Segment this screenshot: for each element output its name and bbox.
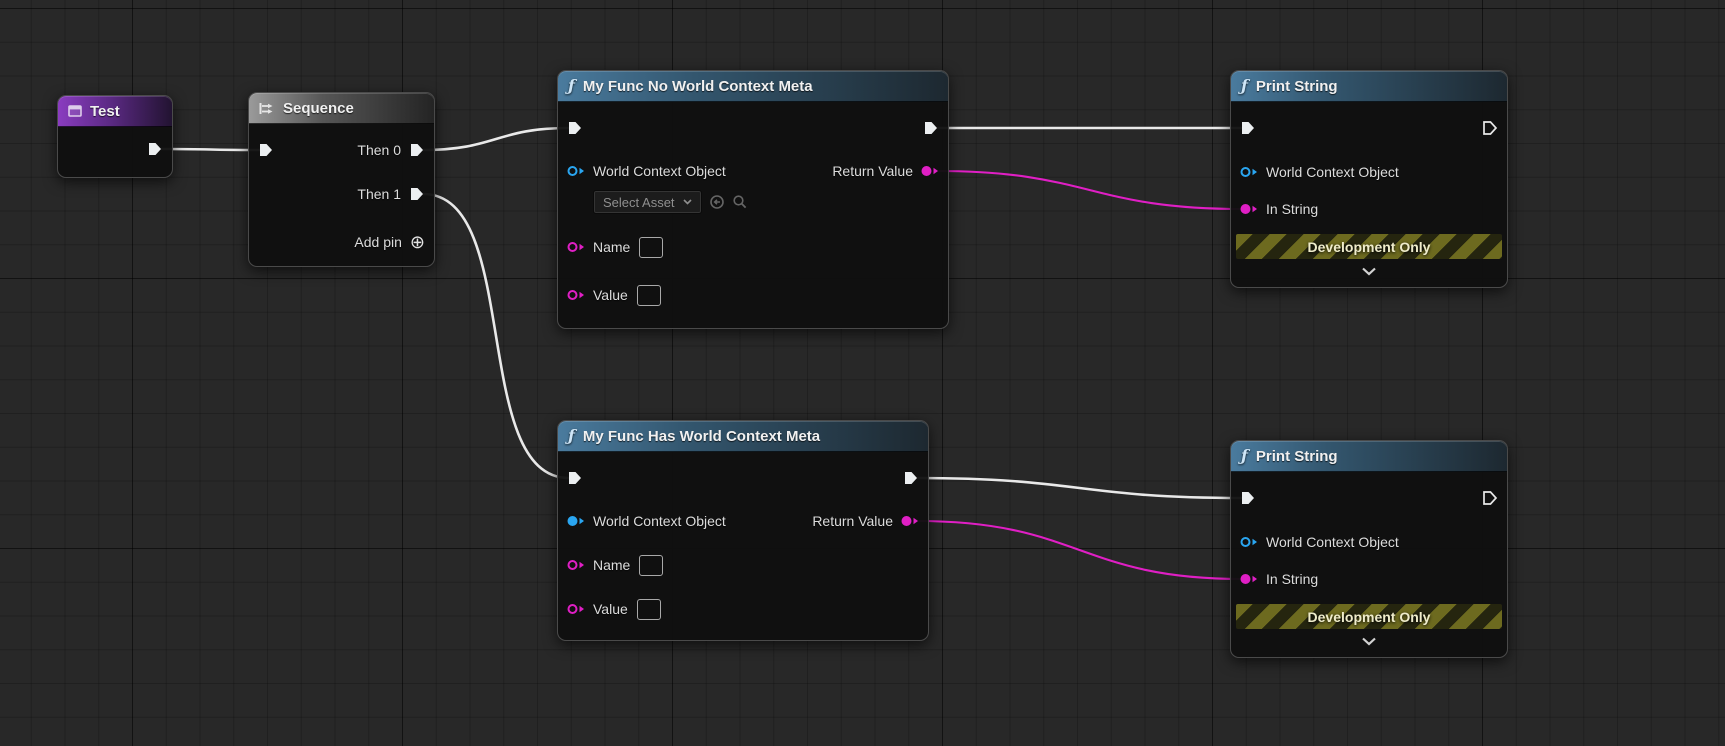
- browse-asset-icon[interactable]: [732, 194, 748, 210]
- node-test-event[interactable]: Test: [57, 95, 173, 178]
- exec-input-pin[interactable]: [567, 470, 583, 486]
- in-string-pin[interactable]: [1240, 573, 1258, 585]
- world-context-object-pin[interactable]: [567, 165, 585, 177]
- exec-output-pin-then1[interactable]: [409, 186, 425, 202]
- pin-label-value: Value: [593, 287, 628, 303]
- sequence-icon: [259, 102, 275, 115]
- node-ps1-header[interactable]: ƒ Print String: [1231, 71, 1507, 102]
- value-input[interactable]: [636, 284, 661, 306]
- pin-label-return-value: Return Value: [832, 163, 913, 179]
- world-context-object-pin[interactable]: [567, 515, 585, 527]
- in-string-pin[interactable]: [1240, 203, 1258, 215]
- pin-label-name: Name: [593, 557, 631, 573]
- exec-input-pin[interactable]: [1240, 120, 1256, 136]
- exec-input-pin[interactable]: [258, 142, 274, 158]
- development-only-banner: Development Only: [1236, 234, 1502, 259]
- exec-output-pin[interactable]: [923, 120, 939, 136]
- exec-output-pin[interactable]: [1482, 120, 1498, 136]
- select-asset-label: Select Asset: [603, 194, 675, 210]
- node-print-string-top[interactable]: ƒ Print String World Context Object: [1230, 70, 1508, 288]
- add-pin-button[interactable]: ⊕: [409, 232, 425, 252]
- name-pin[interactable]: [567, 559, 585, 571]
- value-input[interactable]: [636, 598, 661, 620]
- exec-input-pin[interactable]: [1240, 490, 1256, 506]
- node-func-has-world-context-meta[interactable]: ƒ My Func Has World Context Meta World C…: [557, 420, 929, 641]
- event-window-icon: [68, 105, 82, 117]
- function-icon: ƒ: [568, 76, 575, 95]
- node-func-no-world-context-meta[interactable]: ƒ My Func No World Context Meta World Co…: [557, 70, 949, 329]
- function-icon: ƒ: [1241, 76, 1248, 95]
- return-value-pin[interactable]: [901, 515, 919, 527]
- name-input[interactable]: [639, 554, 664, 576]
- value-pin[interactable]: [567, 289, 585, 301]
- function-icon: ƒ: [568, 426, 575, 445]
- node-test-header[interactable]: Test: [58, 96, 172, 127]
- node-sequence[interactable]: Sequence Then 0 Then 1: [248, 92, 435, 267]
- node-title: Print String: [1255, 77, 1338, 95]
- pin-label-world-context: World Context Object: [593, 513, 726, 529]
- pin-label-in-string: In String: [1266, 201, 1319, 217]
- world-context-object-pin[interactable]: [1240, 166, 1258, 178]
- pin-label-world-context: World Context Object: [1266, 534, 1399, 550]
- name-input[interactable]: [639, 236, 664, 258]
- exec-output-pin[interactable]: [147, 141, 163, 157]
- add-pin-label: Add pin: [354, 234, 402, 250]
- node-print-string-bottom[interactable]: ƒ Print String World Context Object: [1230, 440, 1508, 658]
- exec-output-pin[interactable]: [1482, 490, 1498, 506]
- pin-label-world-context: World Context Object: [1266, 164, 1399, 180]
- dropdown-chevron-icon: [682, 199, 692, 205]
- expand-advanced-chevron-icon[interactable]: [1361, 267, 1377, 276]
- development-only-banner: Development Only: [1236, 604, 1502, 629]
- node-title: Test: [90, 102, 120, 120]
- pin-label-then0: Then 0: [357, 142, 401, 158]
- node-func2-header[interactable]: ƒ My Func Has World Context Meta: [558, 421, 928, 452]
- world-context-object-pin[interactable]: [1240, 536, 1258, 548]
- select-asset-dropdown[interactable]: Select Asset: [593, 190, 702, 214]
- pin-label-world-context: World Context Object: [593, 163, 726, 179]
- function-icon: ƒ: [1241, 446, 1248, 465]
- value-pin[interactable]: [567, 603, 585, 615]
- use-selected-asset-icon[interactable]: [709, 194, 725, 210]
- pin-label-return-value: Return Value: [812, 513, 893, 529]
- node-sequence-header[interactable]: Sequence: [249, 93, 434, 124]
- node-func1-header[interactable]: ƒ My Func No World Context Meta: [558, 71, 948, 102]
- exec-input-pin[interactable]: [567, 120, 583, 136]
- pin-label-then1: Then 1: [357, 186, 401, 202]
- return-value-pin[interactable]: [921, 165, 939, 177]
- expand-advanced-chevron-icon[interactable]: [1361, 637, 1377, 646]
- node-title: Sequence: [283, 99, 354, 117]
- pin-label-in-string: In String: [1266, 571, 1319, 587]
- pin-label-name: Name: [593, 239, 631, 255]
- node-title: My Func No World Context Meta: [582, 77, 813, 95]
- pin-label-value: Value: [593, 601, 628, 617]
- exec-output-pin[interactable]: [903, 470, 919, 486]
- node-title: Print String: [1255, 447, 1338, 465]
- node-ps2-header[interactable]: ƒ Print String: [1231, 441, 1507, 472]
- name-pin[interactable]: [567, 241, 585, 253]
- node-title: My Func Has World Context Meta: [582, 427, 821, 445]
- exec-output-pin-then0[interactable]: [409, 142, 425, 158]
